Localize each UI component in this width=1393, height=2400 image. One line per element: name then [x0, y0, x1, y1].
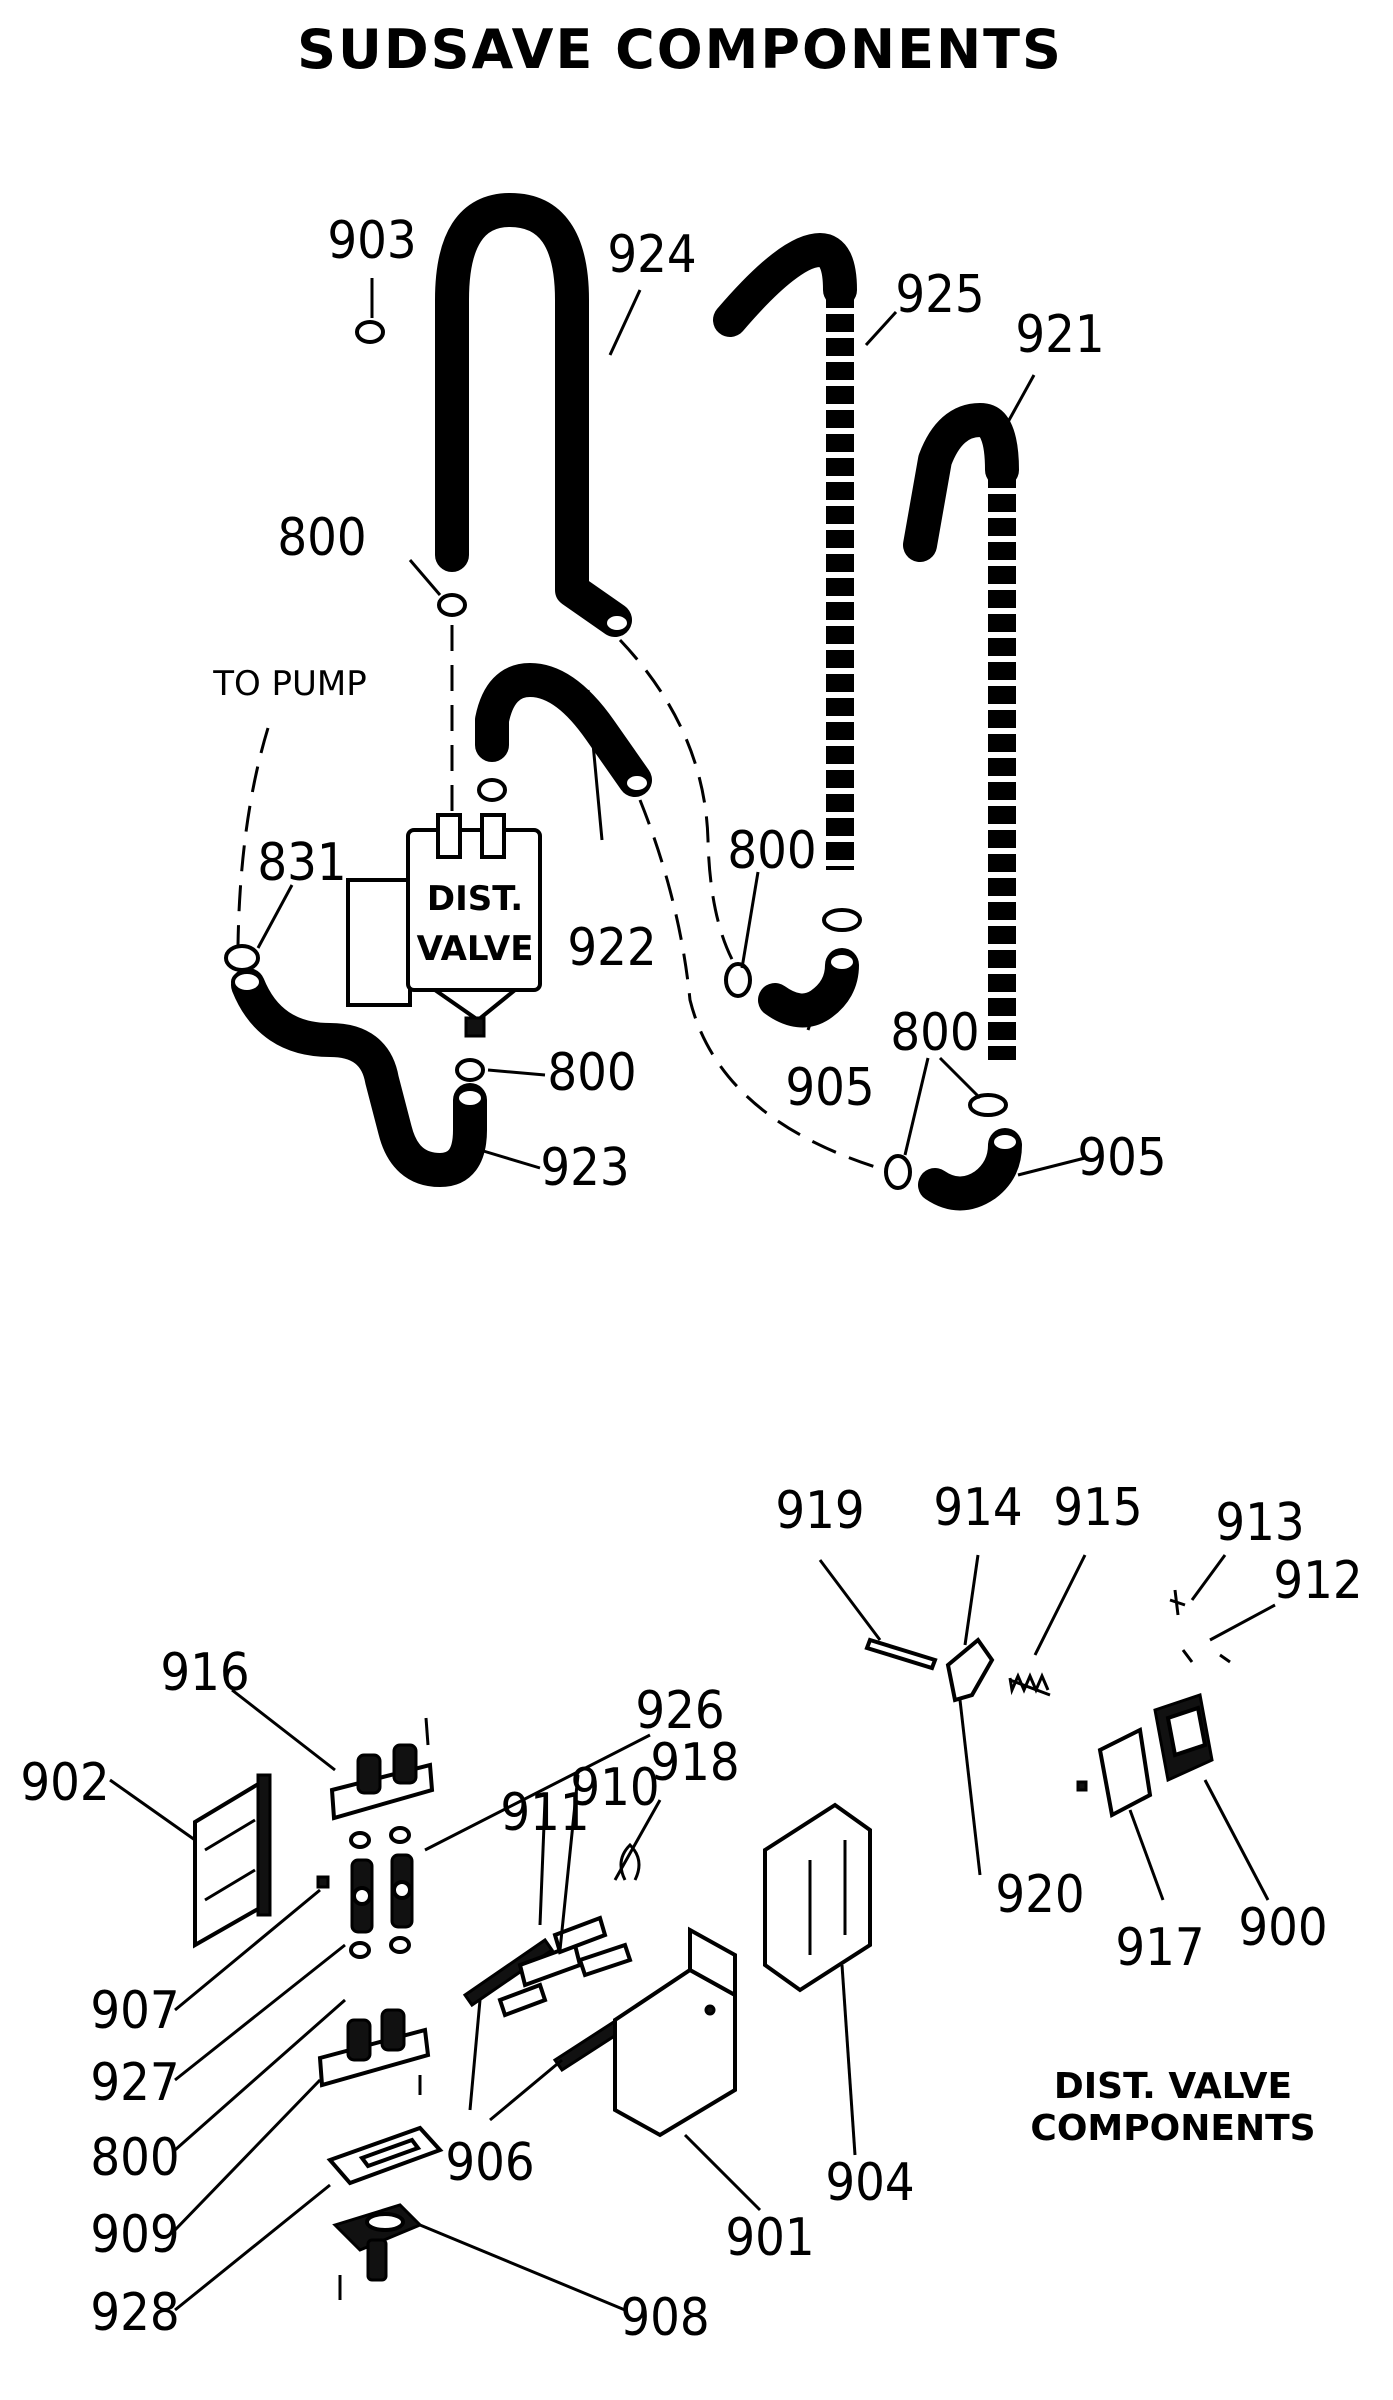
hose-905-b-end — [990, 1131, 1020, 1153]
valve-label-line1: DIST. — [427, 879, 523, 919]
hose-922 — [475, 663, 652, 797]
clamp-903-icon — [355, 320, 385, 344]
callout-924: 924 — [607, 225, 696, 285]
leader-lines-lower — [109, 1554, 1276, 2312]
note-to-pump: TO PUMP — [212, 664, 367, 704]
leader-lines-upper — [256, 278, 1086, 1177]
callout-919: 919 — [775, 1481, 864, 1541]
part-928-gasket — [326, 2125, 444, 2186]
hose-923-end-right — [455, 1087, 485, 1109]
part-916-plate — [329, 1717, 435, 1821]
part-900-motor-face — [1165, 1705, 1208, 1758]
valve-label-line2: VALVE — [417, 929, 534, 969]
callout-922: 922 — [567, 918, 656, 978]
hose-923 — [231, 968, 487, 1187]
callout-914: 914 — [933, 1478, 1022, 1538]
hose-905-a — [758, 948, 859, 1028]
valve-nozzle-right — [480, 813, 506, 859]
part-908-base — [332, 2203, 423, 2300]
hose-925-hook — [713, 233, 857, 337]
part-915-coil — [1008, 1672, 1050, 1696]
callout-918: 918 — [650, 1733, 739, 1793]
clamp-800-a-icon — [822, 908, 862, 932]
part-919-rod — [864, 1637, 938, 1671]
part-917-plate — [1097, 1726, 1153, 1819]
callout-910: 910 — [570, 1758, 659, 1818]
part-913-screw — [1169, 1589, 1186, 1616]
clamp-831-icon — [224, 944, 260, 972]
callout-923: 923 — [540, 1138, 629, 1198]
callout-928: 928 — [90, 2283, 179, 2343]
valve-motor-housing — [346, 878, 412, 1007]
valve-nozzle-left — [436, 813, 462, 859]
callout-911: 911 — [500, 1783, 589, 1843]
hose-923-end-left — [231, 970, 263, 994]
callout-901: 901 — [725, 2208, 814, 2268]
callout-926: 926 — [635, 1681, 724, 1741]
callout-908: 908 — [620, 2288, 709, 2348]
callout-921: 921 — [1015, 305, 1104, 365]
clamp-800-valve-top-icon — [477, 778, 507, 802]
hose-924 — [435, 193, 632, 637]
hose-922-end — [623, 772, 651, 794]
callout-920: 920 — [995, 1865, 1084, 1925]
part-917-screw — [1076, 1780, 1088, 1792]
hose-924-end — [603, 612, 631, 634]
callout-800-lower: 800 — [90, 2128, 179, 2188]
clamp-icons-upper — [224, 320, 1008, 1190]
callout-906: 906 — [445, 2133, 534, 2193]
callout-831: 831 — [257, 833, 346, 893]
callout-917: 917 — [1115, 1918, 1204, 1978]
caption-line1: DIST. VALVE — [1054, 2066, 1292, 2107]
callout-927: 927 — [90, 2053, 179, 2113]
part-926-927-fittings — [316, 1826, 414, 1959]
callout-915: 915 — [1053, 1478, 1142, 1538]
callout-913: 913 — [1215, 1493, 1304, 1553]
part-904-bracket — [763, 1802, 872, 1993]
callout-925: 925 — [895, 265, 984, 325]
part-914-lever — [945, 1637, 995, 1703]
callout-907: 907 — [90, 1981, 179, 2041]
callout-800-top: 800 — [277, 508, 366, 568]
callout-904: 904 — [825, 2153, 914, 2213]
hose-921-hook — [903, 403, 1019, 562]
callout-905-a: 905 — [785, 1058, 874, 1118]
callout-800-c: 800 — [547, 1043, 636, 1103]
part-902-bracket — [193, 1773, 272, 1949]
callout-905-b: 905 — [1077, 1128, 1166, 1188]
callout-909: 909 — [90, 2205, 179, 2265]
clamp-800-b-icon — [724, 962, 752, 998]
callout-902: 902 — [20, 1753, 109, 1813]
callout-903: 903 — [327, 211, 416, 271]
callout-916: 916 — [160, 1643, 249, 1703]
part-912-pin — [1181, 1649, 1231, 1664]
callout-800-b: 800 — [890, 1003, 979, 1063]
hose-905-a-end — [827, 951, 857, 973]
part-909-plate — [317, 2008, 431, 2095]
part-901-bracket — [613, 1926, 737, 2138]
clamp-800-valve-bottom-icon — [455, 1058, 485, 1082]
clamp-800-c-icon — [968, 1093, 1008, 1117]
valve-outlet — [464, 1016, 486, 1038]
caption-line2: COMPONENTS — [1030, 2108, 1315, 2149]
dashed-connections-upper — [236, 625, 886, 1172]
callout-900: 900 — [1238, 1898, 1327, 1958]
valve-components-group — [864, 1589, 1231, 1819]
clamp-800-d-icon — [884, 1154, 912, 1190]
distribution-valve: DIST. VALVE — [346, 813, 542, 1038]
page-title: SUDSAVE COMPONENTS — [297, 18, 1063, 81]
valve-outlet-cone — [428, 988, 521, 1023]
callout-800-a: 800 — [727, 821, 816, 881]
hose-905-b — [918, 1128, 1022, 1211]
clamp-800-top-icon — [437, 593, 467, 617]
callout-912: 912 — [1273, 1551, 1362, 1611]
callout-labels: 903 924 925 921 800 TO PUMP 831 922 800 … — [20, 211, 1362, 2348]
